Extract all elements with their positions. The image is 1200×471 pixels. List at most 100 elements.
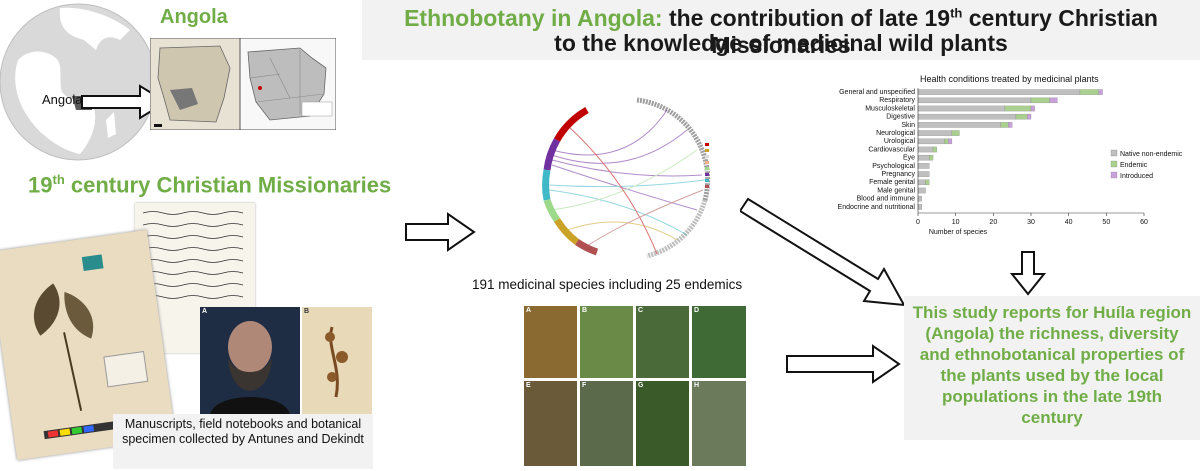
bar-segment: [1049, 97, 1058, 104]
plant-photo: F: [580, 381, 633, 466]
left-caption-panel: Manuscripts, field notebooks and botanic…: [113, 414, 373, 469]
bar-chart: General and unspecifiedRespiratoryMuscul…: [838, 88, 1183, 236]
photo-label: C: [638, 307, 644, 314]
title-superscript: th: [950, 5, 963, 21]
plant-photo: E: [524, 381, 577, 466]
category-label: Neurological: [876, 130, 915, 137]
category-label: Blood and immune: [857, 196, 915, 203]
x-tick-label: 0: [916, 219, 920, 226]
legend-swatch: [1110, 160, 1118, 168]
bar-segment: [944, 138, 949, 145]
bar-segment: [917, 163, 930, 169]
conclusion-text: This study reports for Huíla region (Ang…: [912, 303, 1192, 427]
category-label: General and unspecified: [839, 89, 915, 96]
photo-label: A: [526, 307, 532, 314]
x-tick-label: 40: [1065, 219, 1073, 226]
title-panel: Ethnobotany in Angola: the contribution …: [362, 0, 1200, 60]
bar-segment: [917, 171, 930, 177]
title-end-part: century Christian Missionaries: [711, 5, 1158, 58]
bar-segment: [1027, 113, 1032, 120]
legend-swatch: [1110, 171, 1118, 179]
globe-map: [0, 3, 157, 161]
bar-segment: [1000, 122, 1009, 128]
photo-label: D: [694, 307, 700, 314]
missionaries-superscript: th: [52, 172, 65, 187]
legend-swatch: [1110, 149, 1118, 157]
bar-segment: [932, 146, 937, 153]
title-line-2: to the knowledge of medicinal wild plant…: [554, 30, 1008, 56]
category-label: Urological: [884, 138, 916, 145]
category-label: Digestive: [886, 114, 915, 121]
photo-label: E: [526, 382, 531, 389]
plant-photo: G: [636, 381, 689, 466]
title-green-part: Ethnobotany in Angola:: [404, 5, 663, 31]
globe-label: Angola: [42, 92, 83, 107]
bar-segment: [917, 130, 953, 136]
category-label: Cardiovascular: [868, 146, 915, 153]
x-tick-label: 30: [1027, 219, 1035, 226]
x-tick-label: 50: [1102, 219, 1110, 226]
chart-title: Health conditions treated by medicinal p…: [920, 74, 1099, 84]
bar-segment: [925, 179, 930, 186]
bar-segment: [1004, 105, 1032, 112]
category-label: Respiratory: [879, 97, 915, 104]
category-label: Endocrine and nutritional: [838, 204, 916, 211]
bar-segment: [917, 204, 922, 210]
species-caption: 191 medicinal species including 25 endem…: [472, 277, 743, 292]
bar-segment: [1030, 97, 1050, 104]
bar-segment: [1098, 89, 1103, 95]
photo-label: B: [582, 307, 588, 314]
bar-segment: [917, 138, 945, 145]
missionaries-prefix: 19: [28, 172, 53, 198]
bar-segment: [917, 195, 922, 202]
bar-segment: [917, 97, 1032, 104]
missionaries-heading: 19th century Christian Missionaries: [28, 172, 391, 198]
bar-segment: [917, 187, 926, 194]
missionaries-rest: century Christian Missionaries: [64, 172, 392, 198]
bar-segment: [1008, 122, 1013, 128]
angola-heading: Angola: [160, 6, 228, 28]
bar-segment: [947, 138, 953, 145]
legend-label: Endemic: [1120, 162, 1148, 169]
missionary-portrait: A: [200, 307, 300, 415]
x-tick-label: 20: [989, 219, 997, 226]
bar-segment: [917, 89, 1081, 95]
plant-photo: A: [524, 306, 577, 378]
plant-photo: H: [692, 381, 746, 466]
arrow-to-chord-icon: [405, 212, 476, 252]
conclusion-panel: This study reports for Huíla region (Ang…: [904, 296, 1200, 440]
category-label: Female genital: [869, 179, 915, 186]
specimen-photo-b: B: [302, 307, 372, 415]
photo-label: H: [694, 382, 700, 389]
x-tick-label: 60: [1140, 219, 1148, 226]
photo-label: G: [638, 382, 644, 389]
category-label: Skin: [901, 122, 915, 129]
photo-label: F: [582, 382, 587, 389]
category-label: Pregnancy: [882, 171, 916, 178]
bar-segment: [1030, 105, 1035, 112]
bar-segment: [917, 122, 1002, 128]
title-line-1: Ethnobotany in Angola: the contribution …: [362, 5, 1200, 59]
bar-segment: [1015, 113, 1028, 120]
x-axis-label: Number of species: [929, 229, 988, 236]
category-label: Musculoskeletal: [865, 105, 915, 112]
left-caption: Manuscripts, field notebooks and botanic…: [122, 417, 364, 446]
bar-segment: [917, 113, 1017, 120]
plant-photo-grid: A B C D E F G H: [524, 306, 746, 466]
bar-segment: [951, 130, 960, 136]
category-label: Male genital: [877, 187, 915, 194]
specimen-label: B: [304, 308, 310, 315]
bar-segment: [917, 105, 1005, 112]
plant-photo: D: [692, 306, 746, 378]
legend-label: Native non-endemic: [1120, 151, 1183, 158]
bar-segment: [917, 179, 926, 186]
arrow-to-conclusion-icon: [786, 344, 901, 384]
angola-map-thumbnail: [150, 38, 240, 130]
arrow-down-icon: [1010, 251, 1046, 296]
plant-photo: C: [636, 306, 689, 378]
category-label: Psychological: [872, 163, 915, 170]
bar-segment: [917, 146, 934, 153]
huila-map-thumbnail: [240, 38, 336, 130]
legend-label: Introduced: [1120, 173, 1153, 180]
chord-diagram: [542, 97, 711, 259]
